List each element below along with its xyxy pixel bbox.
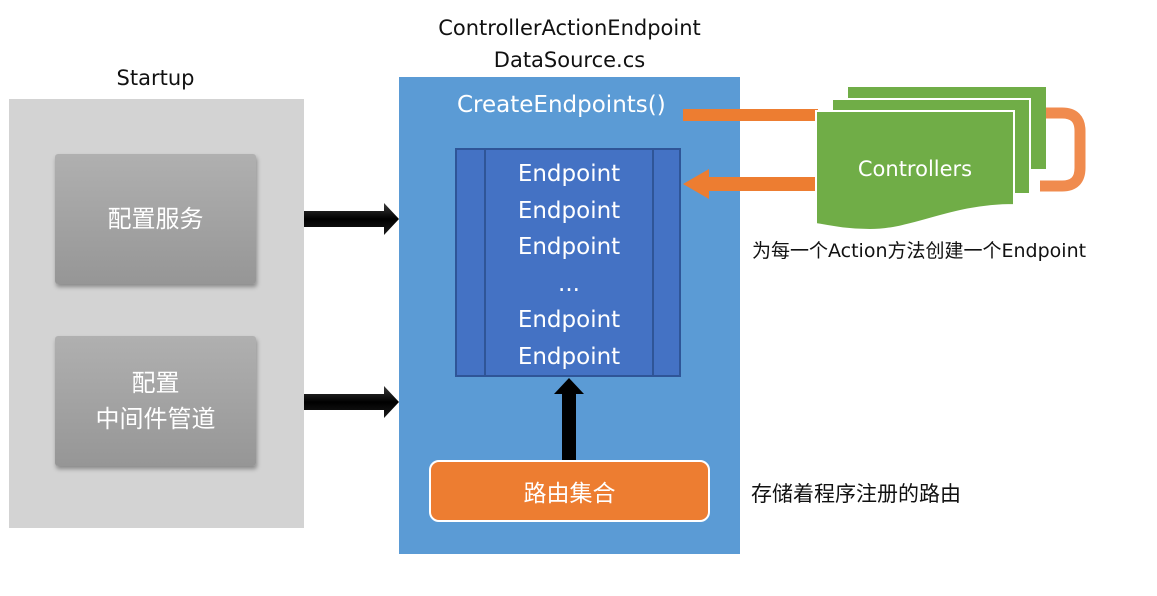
controllers-label: Controllers: [857, 157, 973, 181]
endpoint-list-divider-right: [652, 150, 654, 375]
endpoint-item: Endpoint: [517, 161, 621, 187]
endpoint-list-divider-left: [484, 150, 486, 375]
configure-services-label: 配置服务: [107, 205, 204, 233]
startup-panel: 配置服务 配置 中间件管道: [9, 99, 304, 528]
endpoint-item: Endpoint: [517, 197, 621, 224]
endpoint-item: Endpoint: [517, 234, 621, 260]
arrow-right-icon: [304, 203, 399, 235]
configure-middleware-box[interactable]: 配置 中间件管道: [55, 336, 256, 466]
datasource-title: ControllerActionEndpoint DataSource.cs: [399, 12, 740, 76]
route-collection-box[interactable]: 路由集合: [429, 460, 710, 522]
datasource-title-line1: ControllerActionEndpoint: [438, 16, 701, 40]
route-collection-description: 存储着程序注册的路由: [751, 482, 961, 506]
startup-title: Startup: [116, 66, 195, 90]
route-collection-label: 路由集合: [523, 481, 616, 507]
arrow-left-icon: [683, 169, 815, 199]
arrow-up-icon: [554, 378, 584, 460]
arrow-right-icon: [304, 386, 399, 418]
configure-services-box[interactable]: 配置服务: [55, 154, 256, 284]
call-connector: [683, 109, 818, 121]
endpoint-item: Endpoint: [517, 307, 621, 333]
loop-connector: [1040, 107, 1086, 192]
endpoint-item: Endpoint: [517, 343, 621, 370]
controller-doc-front: [815, 110, 1015, 232]
endpoint-list: Endpoint Endpoint Endpoint ... Endpoint …: [455, 148, 681, 377]
endpoint-ellipsis: ...: [558, 270, 580, 297]
endpoint-items: Endpoint Endpoint Endpoint ... Endpoint …: [486, 156, 652, 375]
create-endpoints-method: CreateEndpoints(): [457, 92, 666, 118]
configure-middleware-label-line2: 中间件管道: [95, 405, 216, 433]
configure-middleware-label-line1: 配置: [131, 369, 180, 397]
datasource-title-line2: DataSource.cs: [493, 48, 646, 72]
controllers-description: 为每一个Action方法创建一个Endpoint: [752, 240, 1087, 262]
